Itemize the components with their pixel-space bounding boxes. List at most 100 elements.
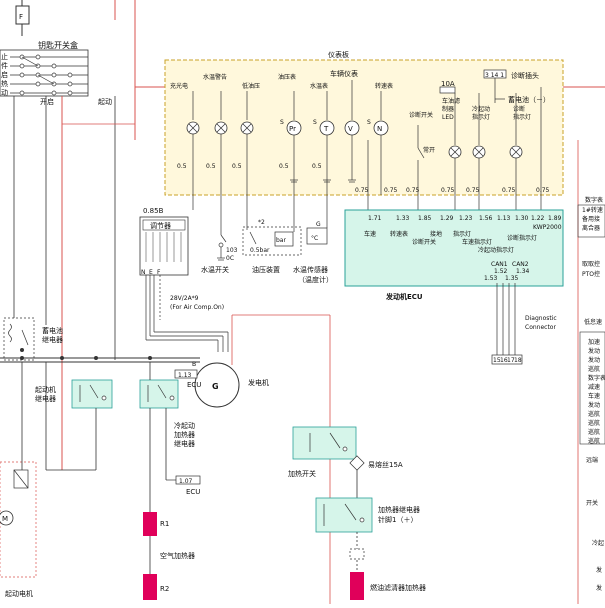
ecu-can2: CAN2 <box>512 261 529 268</box>
diag-connector-label-2: Connector <box>525 324 556 331</box>
gauge-v-symbol: V <box>348 125 353 133</box>
ecu-label-speed: 车速 <box>364 230 376 238</box>
temp-gauge-label: 水温表 <box>310 82 328 90</box>
generator-ecu: ECU <box>187 381 201 389</box>
starter-motor-label: 起动电机 <box>5 589 33 598</box>
key-pos-stop: 止 <box>1 52 8 61</box>
temp-switch <box>217 234 227 261</box>
gauge-temperature: T S <box>313 91 335 180</box>
panel-wire-labels: 0.5 0.5 0.5 0.5 0.5 0.75 0.75 0.75 0.75 … <box>177 163 550 194</box>
regulator-term-n: N <box>141 269 146 276</box>
ecu-title: 发动机ECU <box>385 292 423 301</box>
oil-gauge-label: 油压表 <box>278 73 296 81</box>
right-item: 开关 <box>586 499 598 507</box>
generator-symbol: G <box>212 382 219 391</box>
regulator-term-f: F <box>157 269 161 276</box>
wire-label: 0.75 <box>355 187 369 194</box>
starter-relay-label-2: 继电器 <box>35 394 56 403</box>
battery-neg-label: 蓄电池（－） <box>508 95 550 104</box>
lamp-charge-label: 充光电 <box>170 82 188 90</box>
diag-lamp-1: 诊断 <box>513 105 525 113</box>
ecu-pin: 1.85 <box>418 215 432 222</box>
right-item: 低怠速 <box>584 318 602 326</box>
ecu-can-pin: 1.53 <box>484 275 498 282</box>
ecu-pin-labels: 1.71 1.33 1.85 1.29 1.23 1.56 1.13 1.30 … <box>368 215 562 222</box>
starter-relay-label-1: 起动机 <box>35 385 56 394</box>
ecu-label-diag-indicator: 诊断指示灯 <box>507 234 537 242</box>
ecu-pin: 1.13 <box>497 215 511 222</box>
lamp-temp-warn <box>214 91 228 235</box>
tacho-label: 转速表 <box>375 82 393 90</box>
wire-label: 0.5 <box>312 163 322 170</box>
heat-switch <box>292 426 357 460</box>
right-item: 1#转速 <box>582 206 603 214</box>
air-heater-r2: R2 <box>160 585 169 593</box>
diag-plug-code: 3 14 1 <box>485 72 504 79</box>
key-switch-box: 止 件 启 热 动 <box>0 49 89 97</box>
ecu-pin: 1.33 <box>396 215 410 222</box>
oil-pressure-device <box>242 180 302 256</box>
diag-lamp-2: 指示灯 <box>513 113 531 121</box>
ecu-pin: 1.71 <box>368 215 382 222</box>
ecu-label-cold-indicator: 冷起动指示灯 <box>478 246 514 254</box>
key-open-label: 开启 <box>40 97 54 106</box>
heat-switch-label: 加热开关 <box>288 469 316 478</box>
filter-led-2: 制器 <box>442 105 454 113</box>
generator: G <box>194 362 240 408</box>
wire-label: 0.75 <box>502 187 516 194</box>
heater-connector <box>349 548 365 560</box>
right-item: 巡航 <box>588 419 600 427</box>
instrument-panel <box>164 59 564 196</box>
right-item: 发 <box>596 566 602 574</box>
ecu-label-diag-switch: 诊断开关 <box>412 238 436 246</box>
fuse-f: F <box>15 0 30 36</box>
right-item: 车速 <box>588 392 600 400</box>
regulator <box>139 216 189 276</box>
heater-relay-label-2: 针脚1（＋） <box>378 515 417 524</box>
fuse-f-label: F <box>19 13 23 21</box>
heater-relay-label-1: 加热器继电器 <box>378 505 420 514</box>
diag-pin: 16 <box>500 357 508 364</box>
right-item: 巡航 <box>588 365 600 373</box>
regulator-title: 调节器 <box>150 221 171 230</box>
diag-pin: 17 <box>507 357 515 364</box>
generator-wire-113: 1.13 <box>178 372 192 379</box>
air-heater-r1: R1 <box>160 520 169 528</box>
fuel-filter-heater-label: 燃油滤清器加热器 <box>370 583 426 592</box>
ecu-label-ground: 接地 <box>430 230 442 238</box>
ecu-label-indicator: 指示灯 <box>453 230 471 238</box>
cold-start-lamp-1: 冷起动 <box>472 105 490 113</box>
diag-plug-label: 诊断插头 <box>511 71 539 80</box>
fuel-filter-heater <box>350 572 364 600</box>
ecu-can-pin: 1.35 <box>505 275 519 282</box>
oil-bar-value: 0.5bar <box>250 247 270 254</box>
right-item: 数字表 <box>588 374 605 382</box>
right-item: 发动 <box>588 347 600 355</box>
right-panel: 数字表 1#转速 备用接 离合器 取取控 PTO控 低怠速 加速 发动 发动 巡… <box>577 140 605 604</box>
battery-relay-label-1: 蓄电池 <box>42 326 63 335</box>
gauge-t-symbol: T <box>323 125 329 133</box>
wire-label: 0.5 <box>177 163 187 170</box>
gauge-voltage: V <box>344 80 360 180</box>
generator-title: 发电机 <box>248 378 269 387</box>
oil-device-label: 油压装置 <box>252 265 280 274</box>
air-heater <box>143 512 157 600</box>
ecu-pin: 1.56 <box>479 215 493 222</box>
key-pos-run: 动 <box>1 88 8 97</box>
key-start-label: 起动 <box>98 97 112 106</box>
key-pos-heat: 热 <box>1 79 8 88</box>
heater-relay <box>315 497 373 533</box>
fuse-10a <box>439 86 456 94</box>
right-item: 发动 <box>588 401 600 409</box>
gauge-oil-s: S <box>280 119 284 126</box>
temp-sensor-label: 水温传感器 <box>293 265 328 274</box>
right-item: 远端 <box>586 456 598 464</box>
lamp-low-oil-label: 低油压 <box>242 82 260 90</box>
right-item: 巡航 <box>588 437 600 445</box>
cold-relay-label-2: 加热器 <box>174 430 195 439</box>
fuse-15a-label: 易熔丝15A <box>368 460 403 469</box>
wire-label: 0.75 <box>384 187 398 194</box>
temp-sensor-g: G <box>316 221 321 228</box>
instrument-panel-title: 仪表板 <box>328 50 349 59</box>
